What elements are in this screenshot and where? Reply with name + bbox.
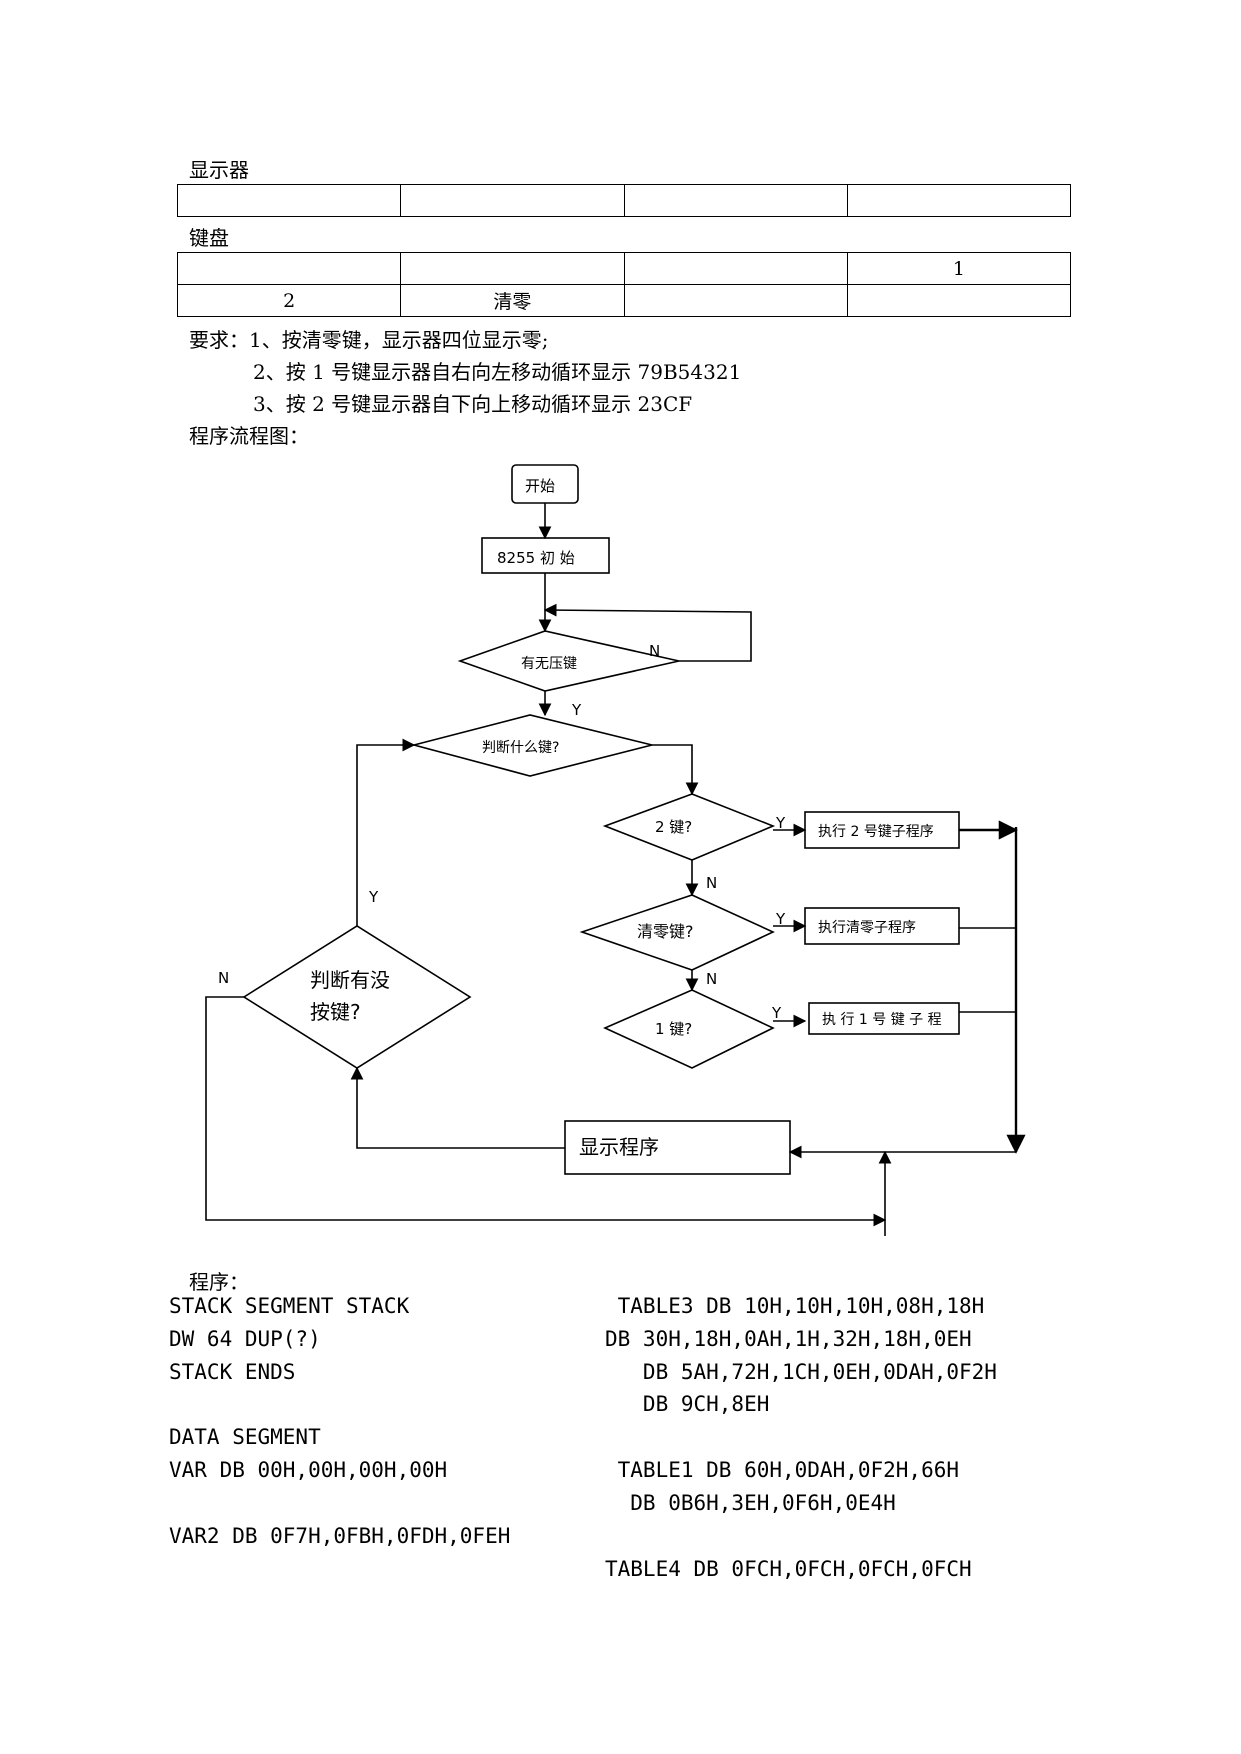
clear-key-text: 清零键? xyxy=(637,922,694,941)
code-line-left: DW 64 DUP(?) xyxy=(169,1327,321,1351)
code-line-left: STACK SEGMENT STACK xyxy=(169,1294,410,1318)
check-key-diamond xyxy=(242,925,472,1069)
code-line-right: DB 30H,18H,0AH,1H,32H,18H,0EH xyxy=(605,1327,972,1351)
y-label: Y xyxy=(775,910,786,928)
y-label: Y xyxy=(571,701,582,719)
y-label: Y xyxy=(368,888,379,906)
y-label: Y xyxy=(775,814,786,832)
n-label: N xyxy=(218,969,229,987)
code-line-right: DB 5AH,72H,1CH,0EH,0DAH,0F2H xyxy=(605,1360,997,1384)
key2-diamond xyxy=(602,793,776,861)
clear-key-diamond xyxy=(579,894,775,971)
keyboard-cell: 清零 xyxy=(400,284,625,317)
code-line-left: DATA SEGMENT xyxy=(169,1425,321,1449)
key1-diamond xyxy=(603,989,775,1069)
check-key-text-2: 按键? xyxy=(310,1000,361,1024)
check-key-text-1: 判断有没 xyxy=(310,968,390,992)
n-label: N xyxy=(706,874,717,892)
code-line-right: TABLE1 DB 60H,0DAH,0F2H,66H xyxy=(605,1458,960,1482)
start-text: 开始 xyxy=(525,477,555,495)
display-cell xyxy=(400,184,625,217)
display-cell xyxy=(176,184,402,217)
display-text: 显示程序 xyxy=(579,1135,659,1159)
exec1-text: 执 行 1 号 键 子 程 xyxy=(822,1012,942,1028)
y-label: Y xyxy=(771,1004,782,1022)
program-heading: 程序： xyxy=(189,1270,249,1294)
exec1-box xyxy=(808,1002,960,1035)
keyboard-label: 键盘 xyxy=(189,226,229,250)
requirement-line: 要求：1、按清零键，显示器四位显示零; xyxy=(189,328,549,352)
code-line-left: VAR DB 00H,00H,00H,00H xyxy=(169,1458,448,1482)
keyboard-cell: 2 xyxy=(176,284,402,317)
code-line-left: STACK ENDS xyxy=(169,1360,296,1384)
which-key-text: 判断什么键? xyxy=(482,740,559,756)
exec-clear-box xyxy=(804,907,960,945)
code-line-right: DB 0B6H,3EH,0F6H,0E4H xyxy=(605,1491,896,1515)
keyboard-table: 1 2 清零 xyxy=(176,252,1072,317)
keyboard-cell xyxy=(400,252,625,285)
keyboard-cell xyxy=(623,252,848,285)
keyboard-cell xyxy=(623,284,848,317)
requirement-line: 2、按 1 号键显示器自右向左移动循环显示 79B54321 xyxy=(253,360,742,384)
code-line-right: TABLE4 DB 0FCH,0FCH,0FCH,0FCH xyxy=(605,1557,972,1581)
display-cell xyxy=(846,184,1072,217)
code-line-left: VAR2 DB 0F7H,0FBH,0FDH,0FEH xyxy=(169,1524,511,1548)
has-key-diamond xyxy=(457,630,680,692)
key2-text: 2 键? xyxy=(655,818,692,836)
key1-text: 1 键? xyxy=(655,1020,692,1038)
exec-clear-text: 执行清零子程序 xyxy=(818,920,916,936)
keyboard-cell xyxy=(846,284,1072,317)
keyboard-cell: 1 xyxy=(846,252,1072,285)
exec2-text: 执行 2 号键子程序 xyxy=(818,824,934,840)
has-key-text: 有无压键 xyxy=(521,656,577,672)
n-label: N xyxy=(649,642,660,660)
display-cell xyxy=(623,184,848,217)
init-text: 8255 初 始 xyxy=(497,549,575,567)
requirement-line: 3、按 2 号键显示器自下向上移动循环显示 23CF xyxy=(253,392,693,416)
keyboard-cell xyxy=(176,252,402,285)
flowchart-heading: 程序流程图： xyxy=(189,424,309,448)
display-table xyxy=(176,184,1072,217)
display-label: 显示器 xyxy=(189,158,249,182)
code-line-right: TABLE3 DB 10H,10H,10H,08H,18H xyxy=(605,1294,985,1318)
code-line-right: DB 9CH,8EH xyxy=(605,1392,770,1416)
n-label: N xyxy=(706,970,717,988)
